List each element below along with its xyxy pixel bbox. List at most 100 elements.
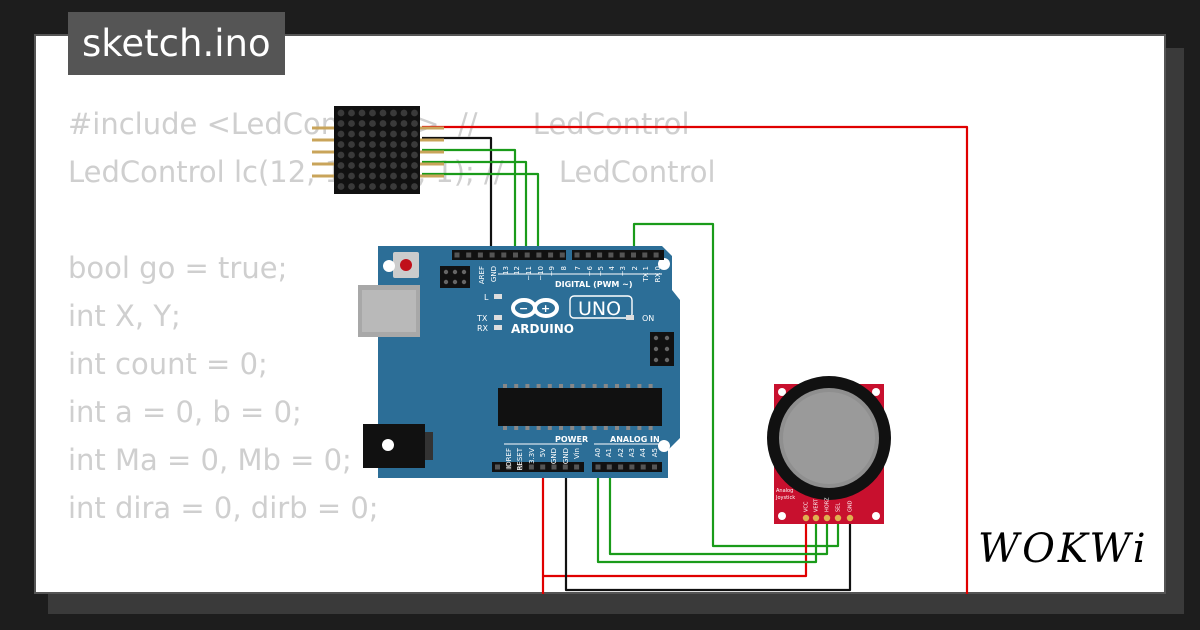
joystick-pin[interactable] bbox=[812, 514, 820, 522]
header-pin[interactable] bbox=[477, 252, 483, 258]
analog-header bbox=[592, 462, 662, 472]
wire-green-cs[interactable] bbox=[422, 160, 528, 252]
header-pin[interactable] bbox=[536, 252, 542, 258]
header-pin[interactable] bbox=[517, 464, 523, 470]
svg-text:L: L bbox=[484, 293, 489, 302]
matrix-led bbox=[358, 162, 366, 169]
header-pin[interactable] bbox=[501, 252, 507, 258]
led-tx bbox=[494, 315, 502, 320]
matrix-led bbox=[411, 130, 418, 138]
matrix-led bbox=[348, 172, 355, 180]
matrix-led bbox=[337, 120, 345, 127]
wire-green-din[interactable] bbox=[422, 148, 517, 252]
wire-black-matrix-gnd[interactable] bbox=[422, 136, 493, 252]
header-pin[interactable] bbox=[489, 252, 495, 258]
matrix-led bbox=[411, 141, 418, 148]
joystick-pin[interactable] bbox=[846, 514, 854, 522]
digital-pin-label: ~10 bbox=[537, 266, 545, 281]
matrix-led bbox=[411, 183, 418, 190]
header-pin[interactable] bbox=[574, 464, 580, 470]
header-pin[interactable] bbox=[513, 252, 518, 258]
joystick-pin[interactable] bbox=[802, 514, 810, 522]
matrix-led bbox=[400, 141, 408, 148]
joystick-pin[interactable] bbox=[823, 514, 831, 522]
wire-red-5v[interactable] bbox=[541, 466, 808, 578]
matrix-led bbox=[379, 130, 387, 138]
header-pin[interactable] bbox=[652, 464, 657, 470]
matrix-led bbox=[379, 120, 387, 127]
header-pin[interactable] bbox=[642, 252, 648, 258]
matrix-led bbox=[390, 141, 397, 148]
digital-pin-label: ~6 bbox=[586, 265, 594, 276]
joystick-pin-label: HORZ bbox=[825, 497, 831, 512]
matrix-led bbox=[379, 172, 387, 180]
wire-green-sel[interactable] bbox=[632, 222, 840, 548]
header-pin[interactable] bbox=[506, 464, 512, 470]
header-pin[interactable] bbox=[608, 252, 614, 258]
header-pin[interactable] bbox=[562, 464, 568, 470]
wire-green-a0[interactable] bbox=[596, 466, 818, 564]
header-pin[interactable] bbox=[653, 252, 659, 258]
power-pin-label: GND bbox=[562, 448, 570, 464]
digital-pin-label: 2 bbox=[631, 266, 639, 270]
header-pin[interactable] bbox=[595, 464, 601, 470]
analog-pin-label: A5 bbox=[651, 448, 659, 457]
header-pin[interactable] bbox=[528, 464, 534, 470]
header-pin[interactable] bbox=[495, 464, 500, 470]
matrix-led bbox=[379, 183, 387, 190]
matrix-led bbox=[400, 130, 408, 138]
matrix-led bbox=[348, 162, 355, 169]
svg-text:RX: RX bbox=[477, 324, 489, 333]
wire-red-matrix-vcc[interactable] bbox=[422, 125, 969, 594]
matrix-led bbox=[400, 151, 408, 159]
matrix-led bbox=[390, 183, 397, 190]
power-pin-label: RESET bbox=[516, 447, 524, 470]
header-pin[interactable] bbox=[524, 252, 530, 258]
matrix-led bbox=[379, 151, 387, 159]
header-pin[interactable] bbox=[551, 464, 557, 470]
header-pin[interactable] bbox=[631, 252, 636, 258]
header-pin[interactable] bbox=[597, 252, 603, 258]
digital-pin-label: ~11 bbox=[525, 266, 533, 281]
matrix-led bbox=[411, 162, 418, 169]
matrix-led bbox=[358, 130, 366, 138]
digital-pin-label: ~5 bbox=[597, 266, 605, 276]
joystick-pin-label: VCC bbox=[804, 501, 810, 512]
wire-black-gnd[interactable] bbox=[564, 466, 852, 592]
header-pin[interactable] bbox=[619, 252, 625, 258]
header-pin[interactable] bbox=[640, 464, 646, 470]
digital-pin-label: AREF bbox=[478, 266, 486, 284]
wire-green-clk[interactable] bbox=[422, 172, 540, 252]
digital-pin-label: GND bbox=[490, 266, 498, 282]
led-on bbox=[626, 315, 634, 320]
header-pin[interactable] bbox=[585, 252, 591, 258]
matrix-led bbox=[337, 130, 345, 138]
matrix-led bbox=[348, 130, 355, 138]
svg-text:TX: TX bbox=[476, 314, 488, 323]
matrix-led bbox=[390, 109, 397, 117]
svg-text:−: − bbox=[519, 302, 528, 315]
header-pin[interactable] bbox=[618, 464, 624, 470]
header-pin[interactable] bbox=[540, 464, 546, 470]
digital-pin-label: 7 bbox=[574, 266, 582, 270]
header-pin[interactable] bbox=[466, 252, 472, 258]
matrix-led bbox=[348, 151, 355, 159]
header-pin[interactable] bbox=[574, 252, 580, 258]
power-pin-label: IOREF bbox=[505, 448, 513, 469]
header-pin[interactable] bbox=[629, 464, 635, 470]
header-pin[interactable] bbox=[548, 252, 554, 258]
joystick-pin[interactable] bbox=[834, 514, 842, 522]
header-pin[interactable] bbox=[559, 252, 565, 258]
wire-green-a1[interactable] bbox=[608, 466, 829, 556]
board-model: UNO bbox=[578, 298, 621, 320]
led-matrix[interactable] bbox=[312, 106, 444, 194]
header-pin[interactable] bbox=[454, 252, 460, 258]
analog-pin-label: A1 bbox=[605, 448, 613, 457]
digital-pin-label: 13 bbox=[502, 266, 510, 275]
code-line: int a = 0, b = 0; bbox=[68, 395, 302, 429]
header-pin[interactable] bbox=[606, 464, 612, 470]
matrix-led bbox=[348, 109, 355, 117]
matrix-led bbox=[411, 172, 418, 180]
